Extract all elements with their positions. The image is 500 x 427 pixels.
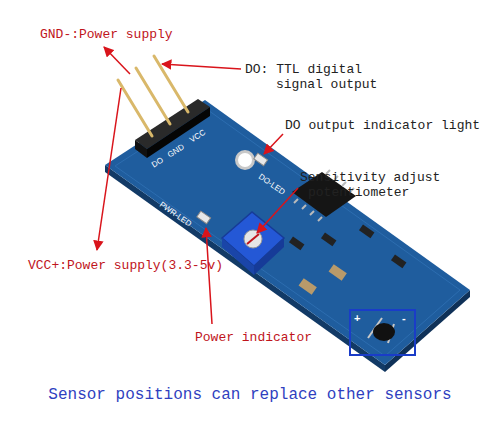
mounting-hole [238,153,252,167]
potentiometer-screw [244,230,262,248]
part-callout: Power indicator [195,330,312,345]
board-trace [115,108,460,356]
pin-header-side [135,140,147,158]
potentiometer [222,212,284,266]
do-led [254,153,268,166]
header-pins [118,56,188,136]
power-led [197,211,211,224]
polarity-mark: + [354,313,360,324]
caption: Sensor positions can replace other senso… [0,386,500,404]
part-callout: Sensitivity adjust potentiometer [300,170,458,200]
screw-slot [247,234,259,244]
part-callout: DO output indicator light [285,118,480,133]
pin-callout: VCC+:Power supply(3.3-5v) [28,258,223,273]
pin-callout: GND-:Power supply [40,27,173,42]
polarity-mark: - [402,313,406,324]
highlight-box [350,310,415,355]
pin-callout: DO: TTL digital signal output [245,62,406,92]
mounting-hole-ring [235,150,255,170]
thermistor [368,318,395,343]
pcb-board [105,100,470,365]
leader-lines [97,47,298,324]
smd-parts [289,225,406,295]
